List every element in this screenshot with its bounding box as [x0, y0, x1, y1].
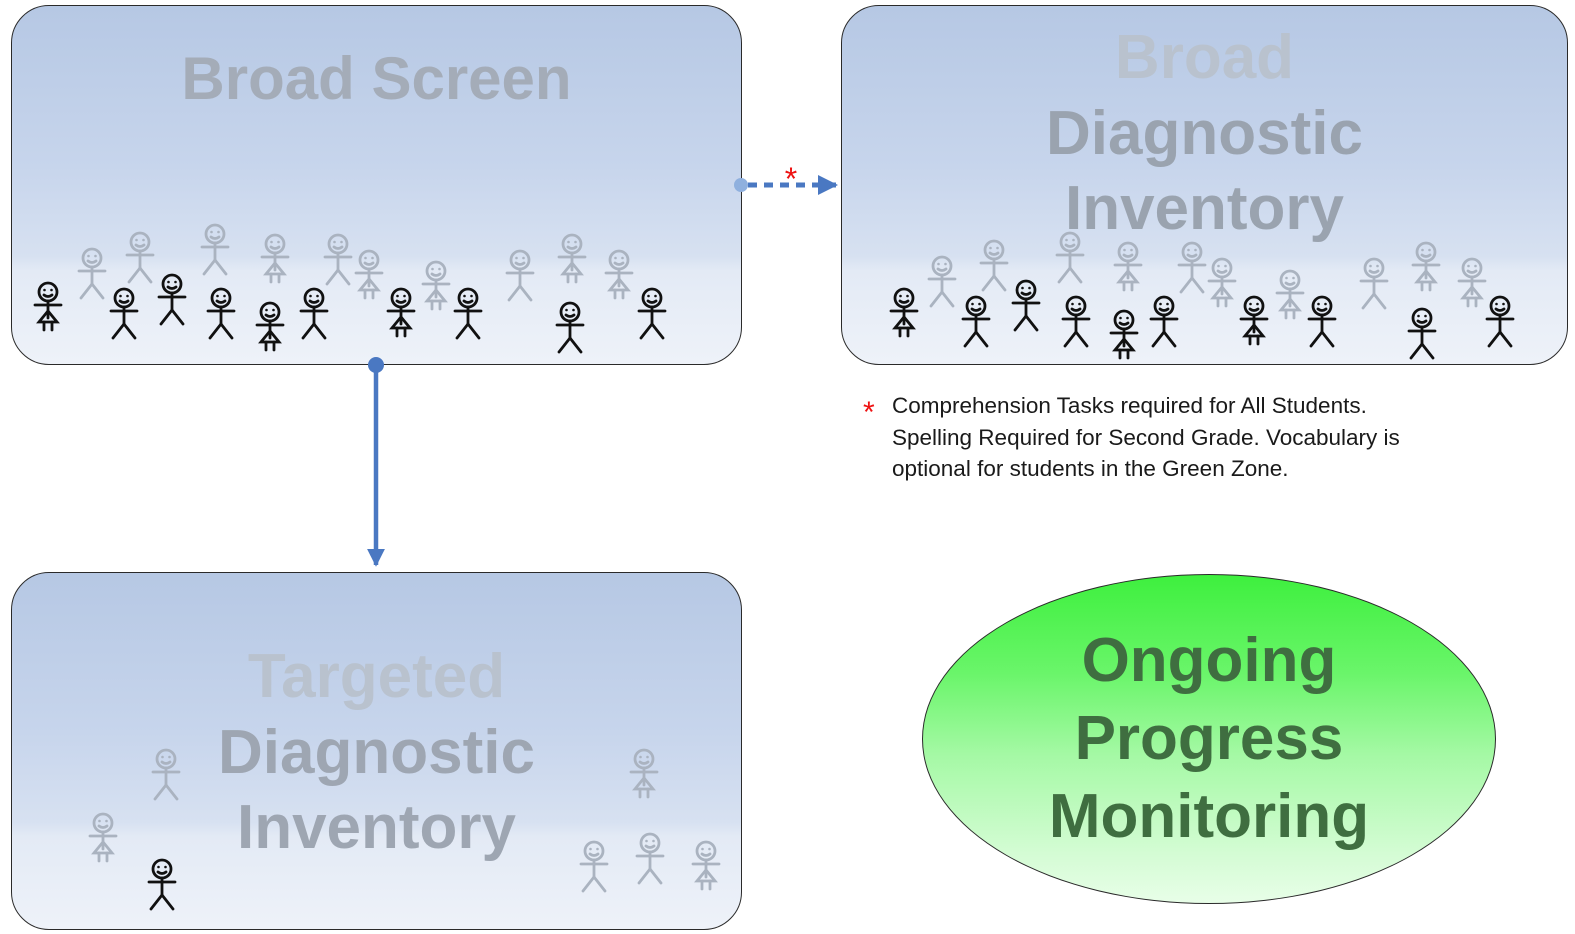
- footnote-line2: Spelling Required for Second Grade. Voca…: [892, 424, 1400, 450]
- stick-figure-dress-icon: [33, 281, 63, 332]
- stick-figure-icon: [555, 301, 585, 354]
- targeted-diagnostic-title-line3: Inventory: [236, 793, 517, 863]
- footnote-line1: Comprehension Tasks required for All Stu…: [892, 393, 1367, 418]
- stick-figure-icon: [1055, 231, 1085, 284]
- stick-figure-icon: [1485, 295, 1515, 348]
- stick-figure-dress-icon: [1239, 295, 1269, 346]
- stick-figure-dress-icon: [604, 249, 634, 300]
- stick-figure-icon: [1307, 295, 1337, 348]
- stick-figure-icon: [147, 858, 177, 911]
- stick-figure-icon: [1149, 295, 1179, 348]
- stick-figure-icon: [961, 295, 991, 348]
- stick-figure-icon: [637, 287, 667, 340]
- broad-diagnostic-box: Broad Diagnostic Inventory: [841, 5, 1568, 365]
- stick-figure-dress-icon: [1109, 309, 1139, 360]
- stick-figure-dress-icon: [1275, 269, 1305, 320]
- stick-figure-dress-icon: [1411, 241, 1441, 292]
- arrow-screen-to-targeted: [367, 357, 385, 567]
- targeted-diagnostic-title-line2: Diagnostic: [218, 717, 535, 787]
- stick-figure-icon: [453, 287, 483, 340]
- stick-figure-dress-icon: [557, 233, 587, 284]
- stick-figure-icon: [323, 233, 353, 286]
- broad-diagnostic-title: Broad Diagnostic Inventory: [842, 20, 1567, 247]
- progress-monitoring-title: Ongoing Progress Monitoring: [1049, 622, 1369, 856]
- broad-diagnostic-crowd: [889, 231, 1515, 360]
- stick-figure-icon: [206, 287, 236, 340]
- stick-figure-icon: [979, 239, 1009, 292]
- broad-screen-title: Broad Screen: [181, 45, 572, 112]
- stick-figure-icon: [200, 223, 230, 276]
- footnote-asterisk-icon: *: [863, 396, 875, 429]
- broad-diagnostic-title-line1: Broad: [1114, 23, 1295, 92]
- stick-figure-dress-icon: [1207, 257, 1237, 308]
- stick-figure-icon: [1407, 307, 1437, 360]
- stick-figure-icon: [77, 247, 107, 300]
- stick-figure-dress-icon: [1457, 257, 1487, 308]
- arrow-screen-to-broad: *: [734, 161, 838, 197]
- stick-figure-dress-icon: [354, 249, 384, 300]
- connector-asterisk-icon: *: [785, 161, 797, 197]
- progress-monitoring-line3: Monitoring: [1048, 782, 1370, 852]
- progress-monitoring-ellipse: Ongoing Progress Monitoring: [922, 574, 1496, 904]
- stick-figure-icon: [109, 287, 139, 340]
- footnote-line3: optional for students in the Green Zone.: [892, 456, 1289, 481]
- broad-diagnostic-title-line3: Inventory: [1064, 174, 1345, 244]
- stick-figure-icon: [1061, 295, 1091, 348]
- stick-figure-icon: [635, 832, 665, 885]
- progress-monitoring-line1: Ongoing: [1081, 625, 1337, 695]
- broad-screen-box: Broad Screen: [11, 5, 742, 365]
- stick-figure-dress-icon: [629, 748, 659, 799]
- targeted-diagnostic-title: Targeted Diagnostic Inventory: [12, 639, 741, 866]
- stick-figure-icon: [299, 287, 329, 340]
- stick-figure-icon: [1177, 241, 1207, 294]
- stick-figure-dress-icon: [386, 287, 416, 338]
- stick-figure-dress-icon: [691, 840, 721, 891]
- stick-figure-dress-icon: [260, 233, 290, 284]
- footnote: * Comprehension Tasks required for All S…: [863, 390, 1503, 485]
- stick-figure-dress-icon: [88, 812, 118, 863]
- stick-figure-icon: [1011, 279, 1041, 332]
- broad-diagnostic-title-line2: Diagnostic: [1046, 98, 1363, 168]
- progress-monitoring-line2: Progress: [1074, 703, 1344, 773]
- stick-figure-icon: [157, 273, 187, 326]
- targeted-diagnostic-box: Targeted Diagnostic Inventory: [11, 572, 742, 930]
- stick-figure-icon: [1359, 257, 1389, 310]
- stick-figure-icon: [579, 840, 609, 893]
- stick-figure-dress-icon: [255, 301, 285, 352]
- stick-figure-icon: [151, 748, 181, 801]
- stick-figure-icon: [125, 231, 155, 284]
- stick-figure-dress-icon: [421, 260, 451, 311]
- stick-figure-dress-icon: [889, 287, 919, 338]
- stick-figure-icon: [927, 255, 957, 308]
- broad-screen-crowd: [33, 223, 667, 354]
- targeted-diagnostic-crowd: [88, 748, 721, 911]
- targeted-diagnostic-title-line1: Targeted: [247, 642, 506, 711]
- stick-figure-dress-icon: [1113, 241, 1143, 292]
- stick-figure-icon: [505, 249, 535, 302]
